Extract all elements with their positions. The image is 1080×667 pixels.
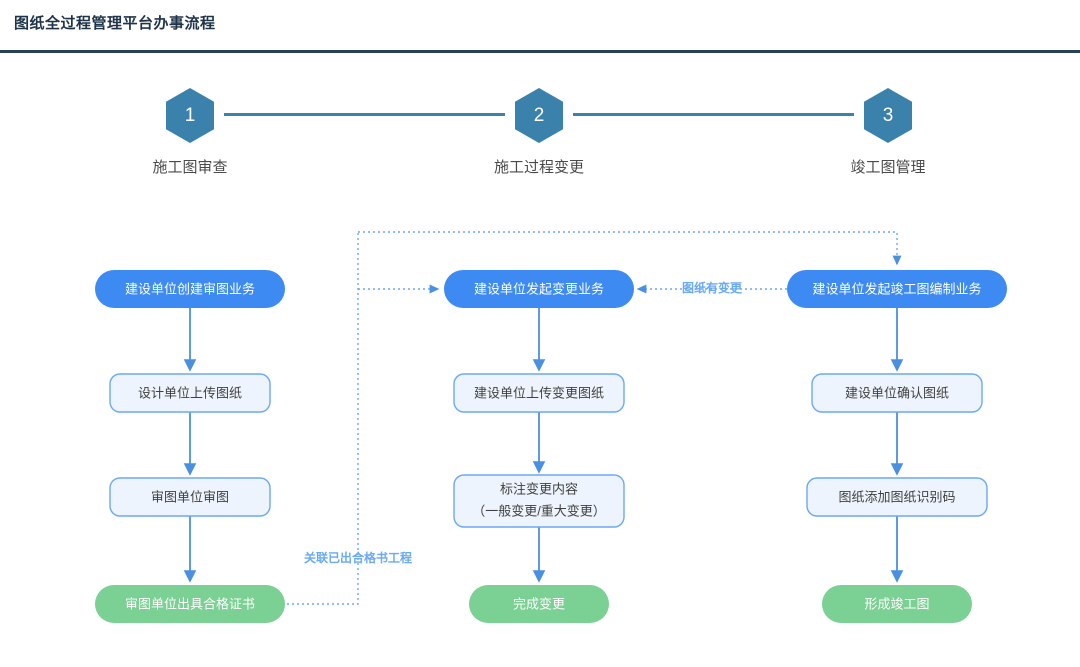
node-as-built-drawing-formed[interactable]: 形成竣工图 [822, 585, 972, 623]
node-issue-qualification-certificate[interactable]: 审图单位出具合格证书 [95, 585, 285, 623]
edge-cert-to-riser [287, 232, 359, 605]
step-3[interactable]: 3 竣工图管理 [788, 88, 988, 177]
step-3-label: 竣工图管理 [850, 159, 926, 176]
node-design-unit-upload-drawings[interactable]: 设计单位上传图纸 [109, 373, 271, 413]
node-label: 审图单位审图 [151, 489, 229, 504]
node-label: 建设单位发起竣工图编制业务 [812, 281, 981, 296]
page-title: 图纸全过程管理平台办事流程 [14, 15, 216, 32]
solid-edges [183, 308, 904, 583]
step-1[interactable]: 1 施工图审查 [90, 88, 290, 177]
node-initiate-change-task[interactable]: 建设单位发起变更业务 [444, 270, 634, 308]
node-initiate-as-built-task[interactable]: 建设单位发起竣工图编制业务 [787, 270, 1007, 308]
node-review-unit-review[interactable]: 审图单位审图 [109, 477, 271, 517]
dotted-edges [287, 231, 902, 605]
node-label: 建设单位创建审图业务 [125, 281, 255, 296]
node-label: 审图单位出具合格证书 [125, 596, 255, 611]
edge-label-drawing-changed: 图纸有变更 [682, 280, 743, 295]
node-annotate-change-content[interactable]: 标注变更内容 （一般变更/重大变更） [453, 474, 625, 528]
node-label: 建设单位确认图纸 [845, 385, 949, 400]
node-confirm-drawings[interactable]: 建设单位确认图纸 [811, 373, 983, 413]
node-label: 建设单位上传变更图纸 [474, 385, 604, 400]
edge-label-associate-certified-project: 关联已出合格书工程 [304, 550, 412, 565]
edge-top-rail-to-completion [358, 231, 902, 266]
node-create-review-task[interactable]: 建设单位创建审图业务 [95, 270, 285, 308]
node-label: 完成变更 [513, 596, 565, 611]
flow-column-change: 建设单位发起变更业务 建设单位上传变更图纸 标注变更内容 （一般变更/重大变更）… [444, 270, 634, 623]
node-label: 建设单位发起变更业务 [474, 281, 604, 296]
node-upload-change-drawings[interactable]: 建设单位上传变更图纸 [453, 373, 625, 413]
flow-column-as-built: 建设单位发起竣工图编制业务 建设单位确认图纸 图纸添加图纸识别码 形成竣工图 [787, 270, 1007, 623]
step-connector-1-2 [224, 113, 505, 116]
node-label: 形成竣工图 [864, 596, 929, 611]
step-2[interactable]: 2 施工过程变更 [439, 88, 639, 177]
node-change-completed[interactable]: 完成变更 [469, 585, 609, 623]
node-label: 图纸添加图纸识别码 [838, 489, 955, 504]
node-label-secondary: （一般变更/重大变更） [472, 503, 606, 518]
flow-column-review: 建设单位创建审图业务 设计单位上传图纸 审图单位审图 审图单位出具合格证书 [95, 270, 285, 623]
stepper: 1 施工图审查 2 施工过程变更 3 竣工图管理 [0, 88, 1080, 188]
node-add-drawing-id-code[interactable]: 图纸添加图纸识别码 [806, 477, 988, 517]
step-1-label: 施工图审查 [152, 159, 228, 176]
node-label: 标注变更内容 [500, 481, 578, 496]
step-2-label: 施工过程变更 [493, 159, 584, 176]
title-divider [0, 50, 1080, 53]
node-label: 设计单位上传图纸 [138, 385, 242, 400]
step-connector-2-3 [573, 113, 854, 116]
